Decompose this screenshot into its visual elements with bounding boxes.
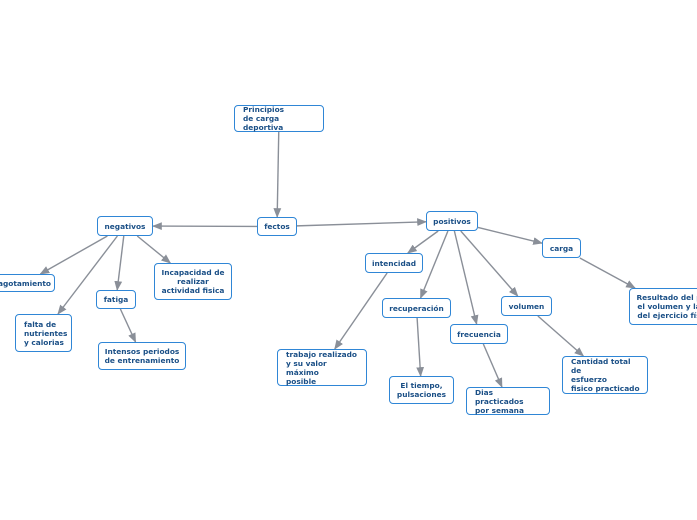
- node-intensos[interactable]: Intensos periodos de entrenamiento: [98, 342, 186, 370]
- connector-intencidad-to-trabajo: [334, 272, 388, 350]
- connector-negativos-to-agotamiento: [39, 235, 108, 275]
- connector-negativos-to-incapacidad: [136, 235, 172, 264]
- connector-frecuencia-to-dias: [482, 343, 503, 388]
- node-carga[interactable]: carga: [542, 238, 581, 258]
- node-frecuencia[interactable]: frecuencia: [450, 324, 508, 344]
- node-incapacidad[interactable]: Incapacidad de realizar actividad fisica: [154, 263, 232, 300]
- connector-negativos-to-fatiga: [114, 235, 125, 291]
- node-resultado[interactable]: Resultado del p el volumen y la del ejer…: [629, 288, 697, 325]
- connector-negativos-to-falta: [57, 235, 118, 315]
- node-intencidad[interactable]: intencidad: [365, 253, 423, 273]
- connector-positivos-to-intencidad: [407, 230, 439, 254]
- connector-efectos-to-positivos: [296, 218, 427, 227]
- connector-positivos-to-carga: [477, 226, 543, 245]
- connector-fatiga-to-intensos: [119, 308, 137, 343]
- connector-positivos-to-recuperacion: [419, 230, 449, 299]
- node-fatiga[interactable]: fatiga: [96, 290, 136, 309]
- node-trabajo[interactable]: trabajo realizado y su valor máximo posi…: [277, 349, 367, 386]
- node-root[interactable]: Principios de carga deportiva: [234, 105, 324, 132]
- connector-positivos-to-volumen: [460, 230, 519, 297]
- connector-root-to-efectos: [273, 131, 282, 218]
- connector-volumen-to-cantidad: [537, 315, 585, 357]
- node-positivos[interactable]: positivos: [426, 211, 478, 231]
- node-falta[interactable]: falta de nutrientes y calorias: [15, 314, 72, 352]
- connector-carga-to-resultado: [579, 257, 636, 289]
- node-agotamiento[interactable]: agotamiento: [0, 274, 55, 292]
- node-dias[interactable]: Dias practicados por semana: [466, 387, 550, 415]
- node-recuperacion[interactable]: recuperación: [382, 298, 451, 318]
- connector-recuperacion-to-tiempo: [416, 317, 425, 377]
- node-negativos[interactable]: negativos: [97, 216, 153, 236]
- node-tiempo[interactable]: El tiempo, pulsaciones: [389, 376, 454, 404]
- node-cantidad[interactable]: Cantidad total de esfuerzo fisico practi…: [562, 356, 648, 394]
- connector-positivos-to-frecuencia: [453, 230, 479, 325]
- node-volumen[interactable]: volumen: [501, 296, 552, 316]
- node-efectos[interactable]: fectos: [257, 217, 297, 236]
